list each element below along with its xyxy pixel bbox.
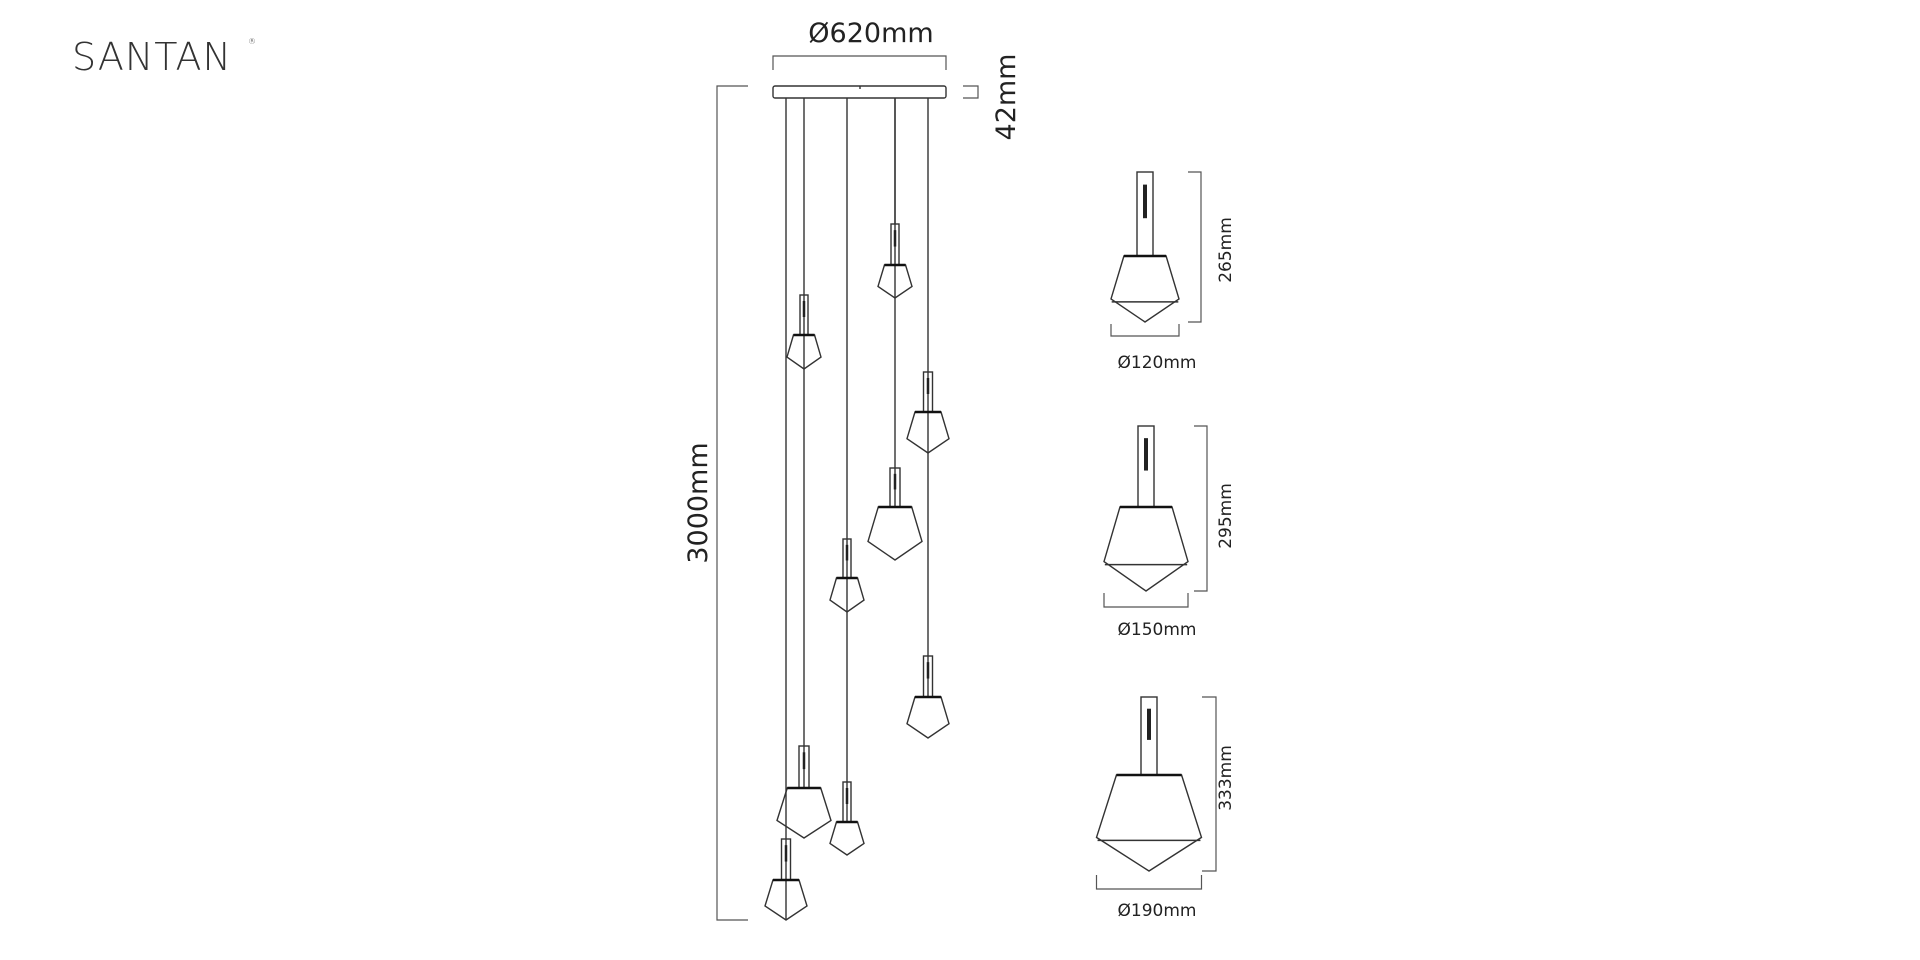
brand-logo: SANTAN ® bbox=[72, 35, 257, 79]
pendant-medium bbox=[906, 371, 950, 454]
small-height-label: 265mm bbox=[1216, 217, 1236, 283]
pendant-medium bbox=[764, 838, 808, 921]
medium-height-bracket bbox=[1194, 425, 1208, 592]
pendant-shade bbox=[829, 821, 865, 856]
pendant-large bbox=[867, 467, 923, 561]
detail-pendant-large bbox=[1095, 696, 1203, 872]
large-height-label: 333mm bbox=[1216, 745, 1236, 811]
large-diameter-bracket bbox=[1095, 875, 1203, 890]
medium-diameter-label: Ø150mm bbox=[1118, 620, 1197, 640]
total-height-label: 3000mm bbox=[683, 442, 714, 563]
pendant-small bbox=[829, 781, 865, 856]
detail-pendant-small bbox=[1110, 171, 1180, 323]
pendant-shade bbox=[776, 787, 832, 839]
registered-mark: ® bbox=[248, 37, 257, 46]
pendant-shade bbox=[906, 696, 950, 739]
canopy-height-label: 42mm bbox=[991, 54, 1022, 141]
pendant-small bbox=[786, 294, 822, 370]
pendant-detail-views: 265mm Ø120mm 295mm Ø150mm 333mm Ø190mm bbox=[1095, 171, 1236, 921]
pendant-small bbox=[877, 223, 913, 299]
pendant-cluster bbox=[764, 223, 950, 921]
pendant-medium bbox=[906, 655, 950, 739]
pendant-large bbox=[776, 745, 832, 839]
pendant-small bbox=[829, 538, 865, 613]
detail-pendant-medium bbox=[1103, 425, 1189, 592]
small-diameter-bracket bbox=[1110, 324, 1180, 337]
suspension-cords bbox=[785, 98, 929, 920]
large-height-bracket bbox=[1202, 696, 1217, 872]
pendant-shade bbox=[1103, 506, 1189, 592]
canopy-diameter-label: Ø620mm bbox=[808, 18, 933, 49]
total-height-bracket bbox=[716, 85, 748, 921]
pendant-shade bbox=[1110, 255, 1180, 323]
pendant-shade bbox=[1095, 774, 1203, 872]
medium-diameter-bracket bbox=[1103, 593, 1189, 608]
small-diameter-label: Ø120mm bbox=[1118, 353, 1197, 373]
canopy-diameter-bracket bbox=[772, 55, 947, 70]
small-height-bracket bbox=[1188, 171, 1202, 323]
large-diameter-label: Ø190mm bbox=[1118, 901, 1197, 921]
canopy-height-bracket bbox=[963, 85, 979, 99]
brand-name: SANTAN bbox=[72, 35, 232, 79]
pendant-shade bbox=[867, 506, 923, 561]
medium-height-label: 295mm bbox=[1216, 483, 1236, 549]
